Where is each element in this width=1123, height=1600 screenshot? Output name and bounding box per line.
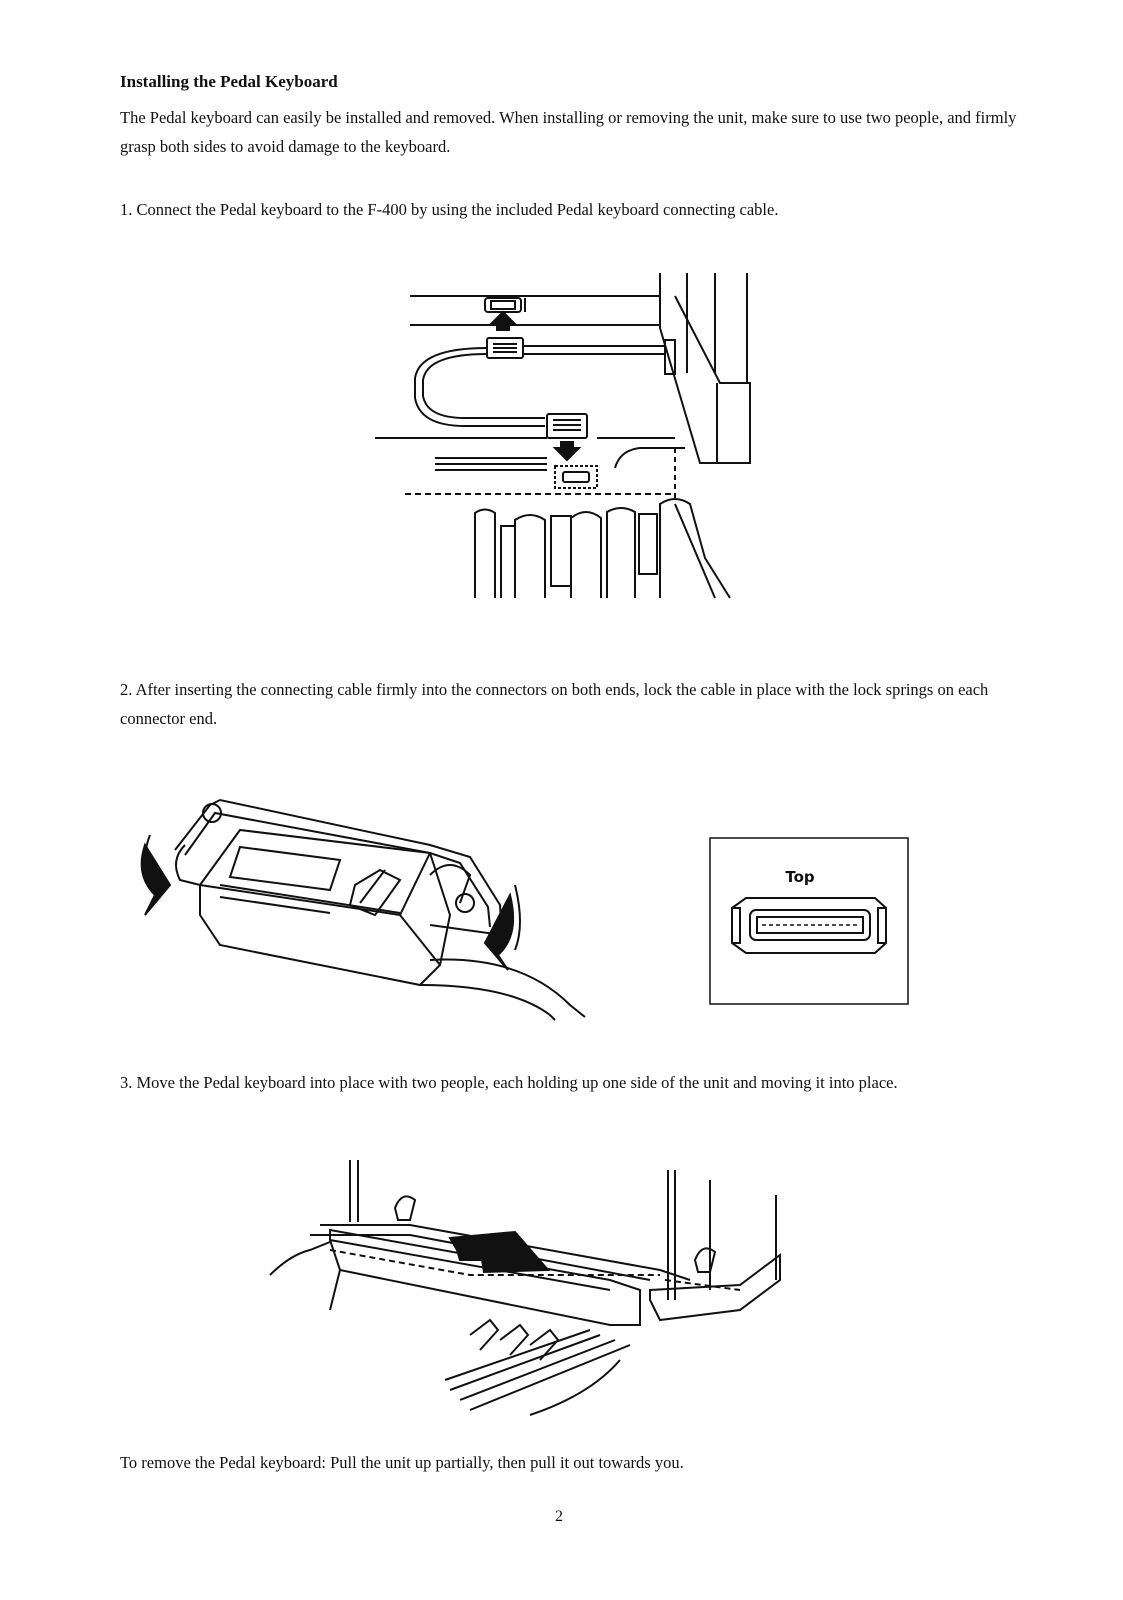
inset-top-label: Top: [785, 868, 815, 886]
cable-connection-illustration: [375, 268, 775, 618]
section-heading: Installing the Pedal Keyboard: [120, 72, 338, 91]
step-1-text: 1. Connect the Pedal keyboard to the F-4…: [120, 200, 779, 219]
page-number: 2: [555, 1508, 563, 1525]
intro-paragraph: The Pedal keyboard can easily be install…: [120, 108, 1017, 156]
step-3-text: 3. Move the Pedal keyboard into place wi…: [120, 1073, 898, 1092]
step-2-text: 2. After inserting the connecting cable …: [120, 680, 989, 728]
lock-spring-illustration: [130, 785, 610, 1040]
connector-top-inset: Top: [709, 837, 910, 1008]
removal-note: To remove the Pedal keyboard: Pull the u…: [120, 1453, 684, 1472]
pedal-placement-illustration: [269, 1160, 810, 1420]
